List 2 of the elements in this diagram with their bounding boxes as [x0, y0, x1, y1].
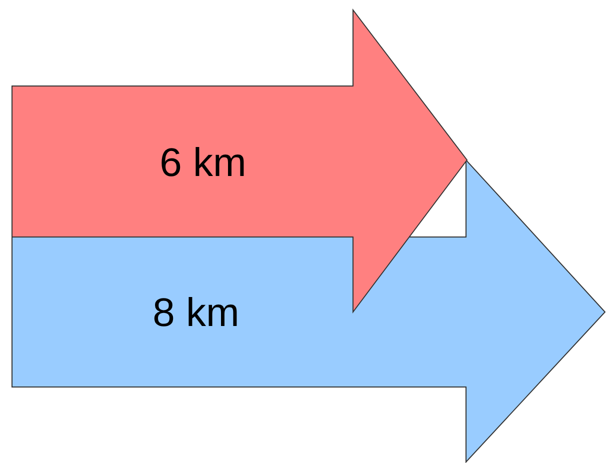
- distance-label: 8 km: [152, 290, 240, 336]
- distance-label: 6 km: [160, 140, 246, 186]
